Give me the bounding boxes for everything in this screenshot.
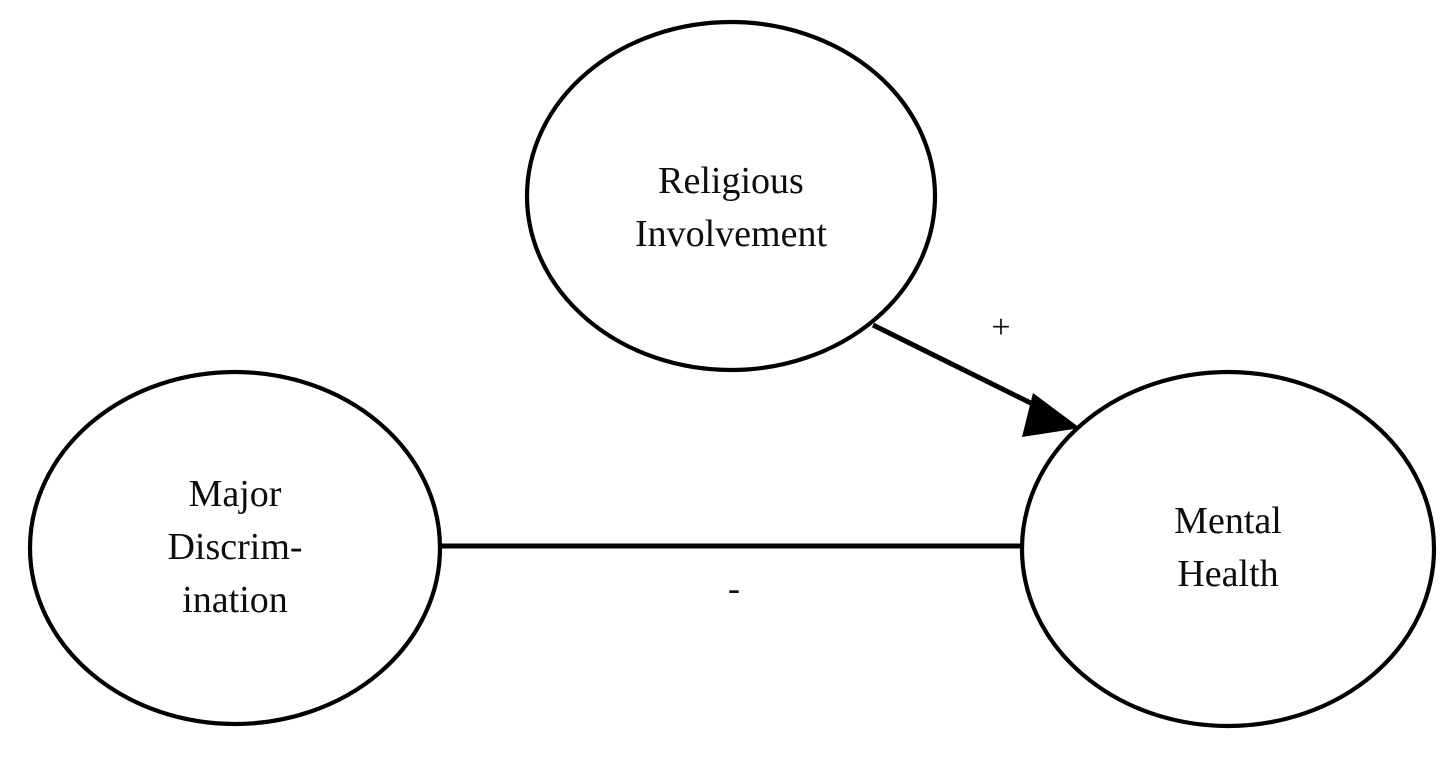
edge-religious-to-mental-health[interactable] [871, 322, 1080, 437]
node-label-mental-health-line1: Mental [1174, 500, 1282, 542]
edge-sign-negative: - [728, 568, 740, 608]
arrowhead-icon-diagonal [1022, 393, 1080, 437]
node-label-religious-involvement-line2: Involvement [635, 213, 828, 255]
edge-sign-positive: + [991, 309, 1010, 346]
node-label-major-discrimination-line3: ination [182, 579, 288, 621]
edge-discrimination-to-mental-health[interactable] [437, 524, 1060, 568]
node-shape-religious-involvement [524, 19, 938, 373]
node-label-major-discrimination-line1: Major [189, 473, 282, 515]
node-shape-major-discrimination [27, 369, 443, 727]
node-mental-health[interactable]: Mental Health [1019, 369, 1437, 729]
node-shape-mental-health [1019, 369, 1437, 729]
node-label-religious-involvement-line1: Religious [658, 160, 804, 202]
node-major-discrimination[interactable]: Major Discrim- ination [27, 369, 443, 727]
node-religious-involvement[interactable]: Religious Involvement [524, 19, 938, 373]
node-label-major-discrimination-line2: Discrim- [167, 526, 302, 568]
node-label-mental-health-line2: Health [1177, 553, 1278, 595]
